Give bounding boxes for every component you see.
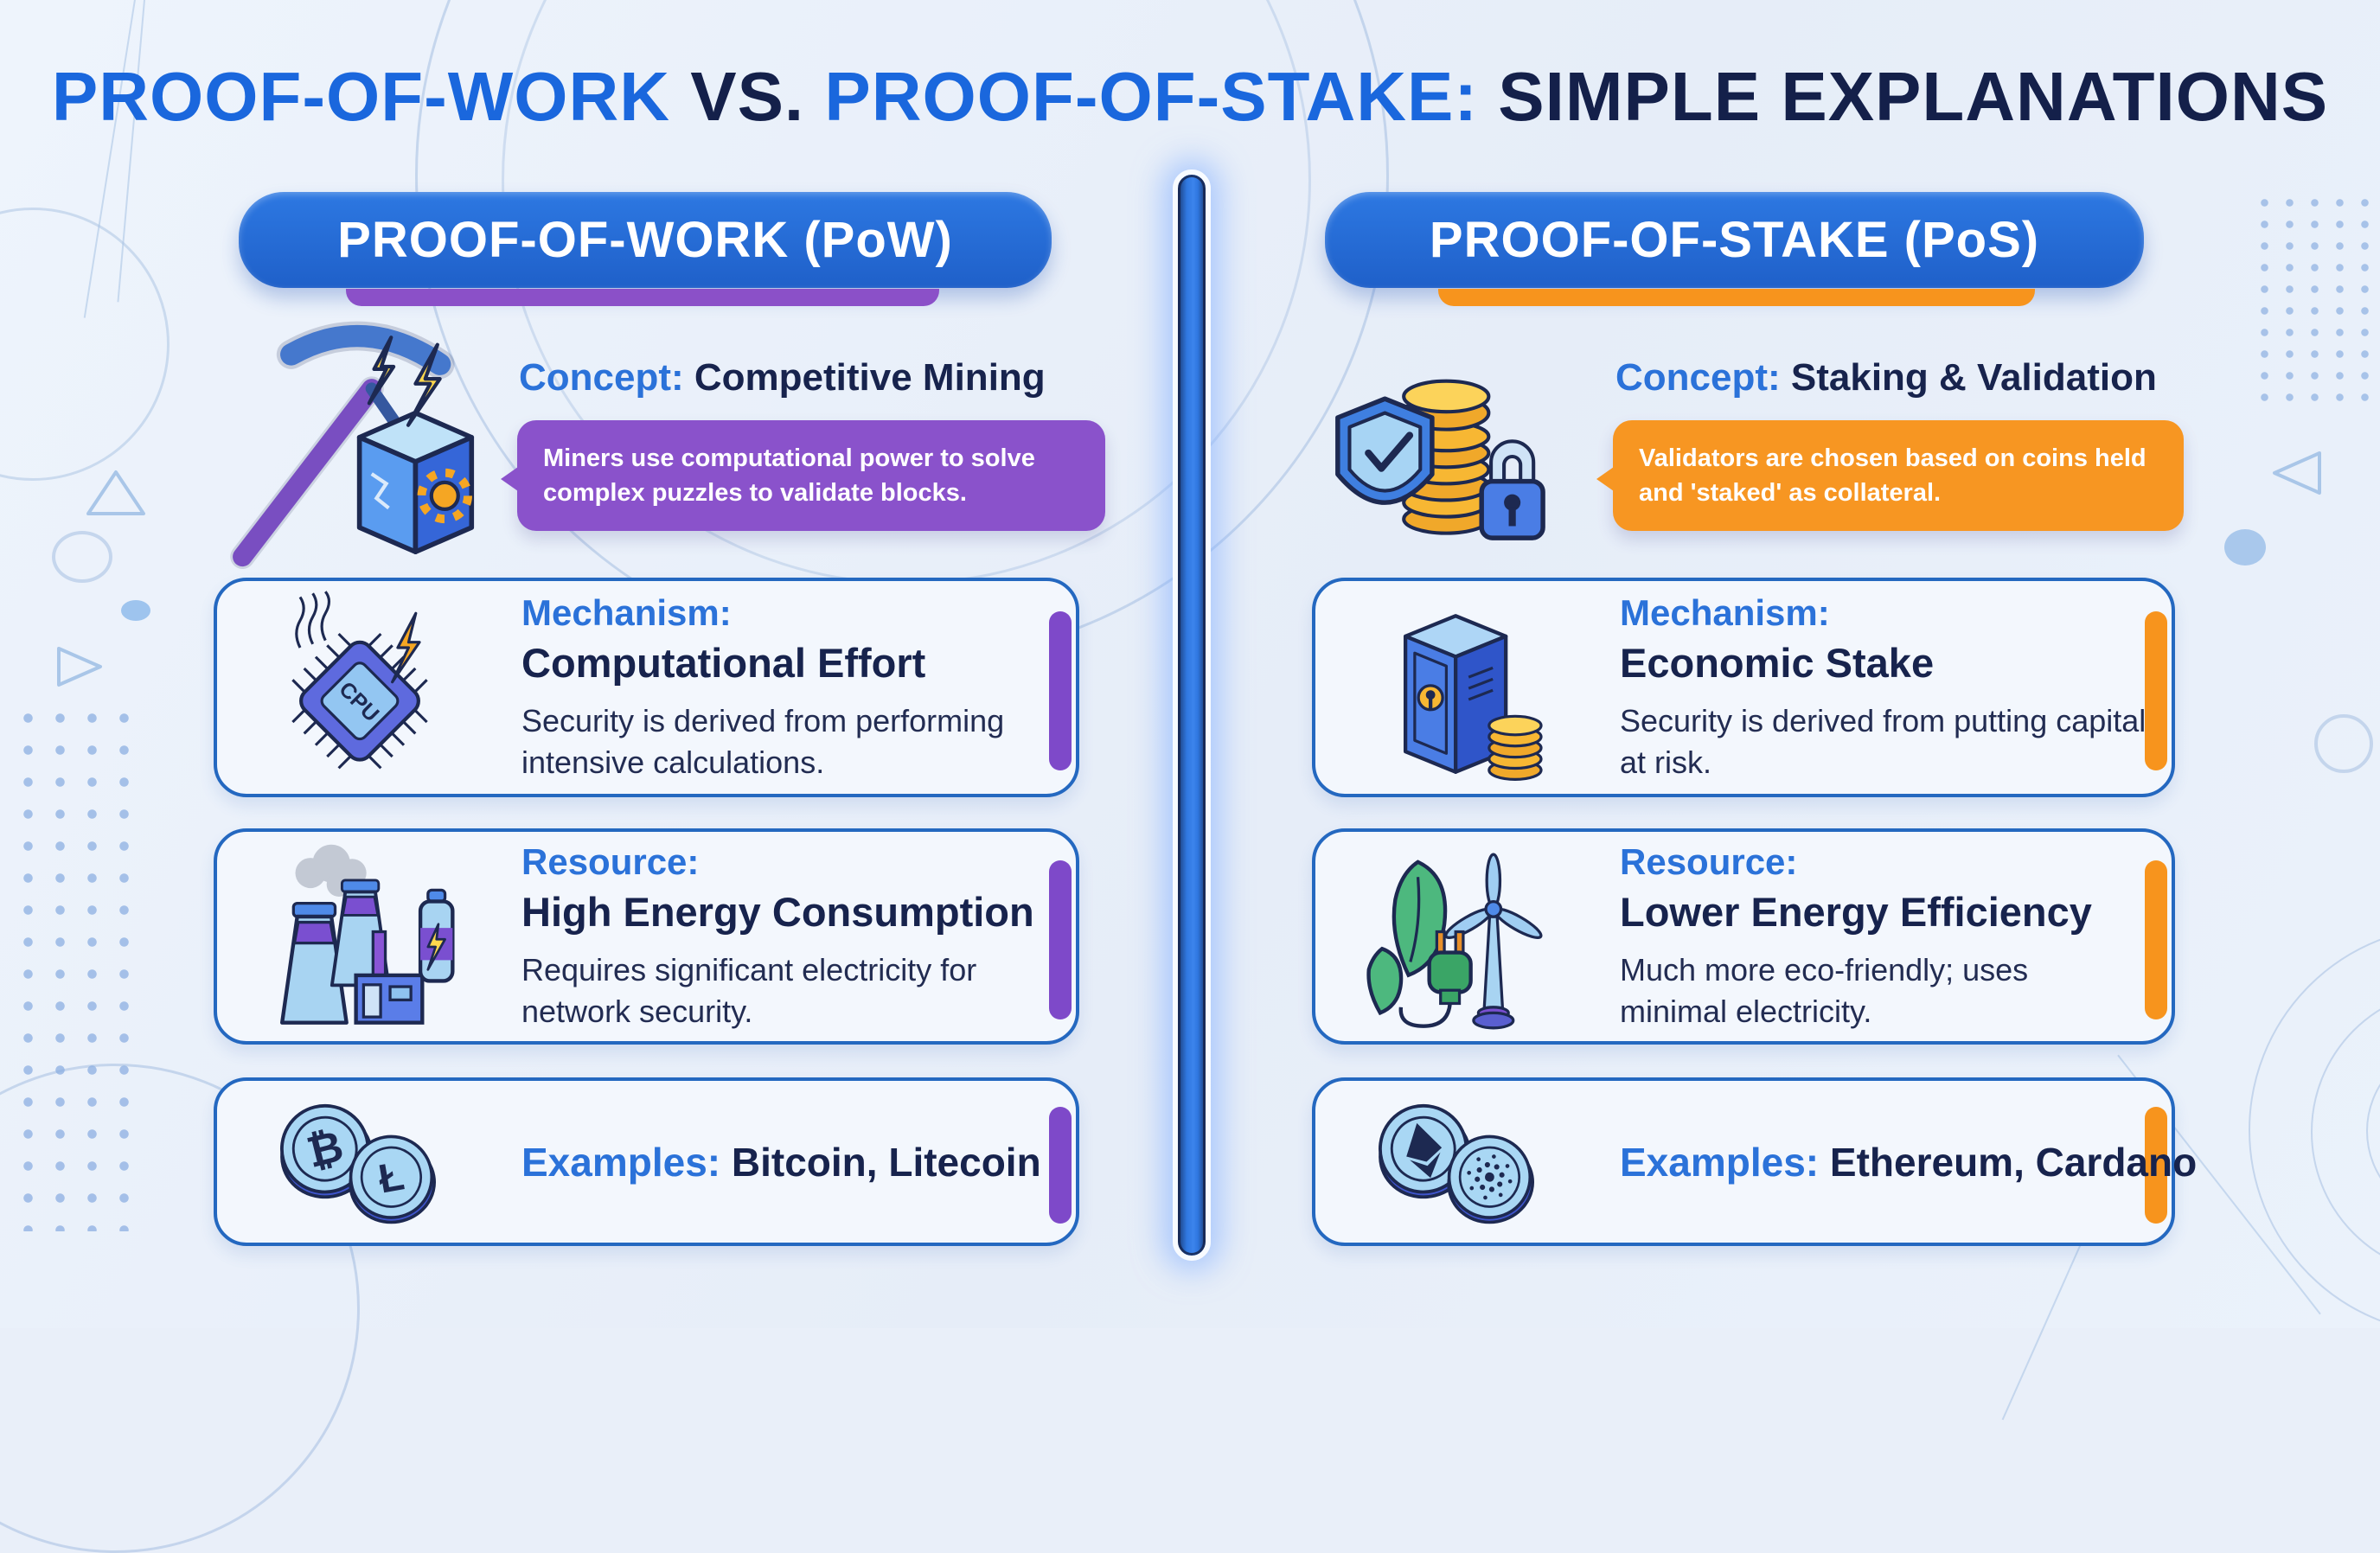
circle-outline [52, 531, 112, 583]
pow-concept-bubble-text: Miners use computational power to solve … [543, 444, 1035, 508]
bubble-tail [501, 466, 518, 491]
power-plant-battery-icon [280, 844, 455, 1025]
card-accent-tab [2145, 1107, 2167, 1224]
pow-header-underline [346, 289, 939, 306]
card-accent-tab [1049, 860, 1072, 1019]
pos-examples-line: Examples: Ethereum, Cardano [1620, 1139, 2312, 1186]
bubble-tail [1596, 466, 1614, 491]
circle-outline [2314, 714, 2373, 773]
pow-mechanism-heading: Computational Effort [521, 639, 926, 686]
pow-resource-label: Resource: [521, 840, 700, 882]
pow-mechanism-desc: Security is derived from performing inte… [521, 702, 1005, 780]
card-accent-tab [1049, 1107, 1072, 1224]
pos-concept-title: Concept: Staking & Validation [1615, 356, 2157, 399]
pow-mechanism-label: Mechanism: [521, 591, 732, 633]
pow-resource-heading: High Energy Consumption [521, 888, 1034, 935]
pow-header: PROOF-OF-WORK (PoW) [239, 192, 1052, 288]
pow-concept-title: Concept: Competitive Mining [519, 356, 1046, 399]
pos-concept-label: Concept: [1615, 356, 1781, 399]
column-divider [1173, 169, 1211, 1261]
bitcoin-litecoin-coins-icon: ₿ Ł [280, 1103, 437, 1224]
pow-concept-label: Concept: [519, 356, 684, 399]
card-accent-tab [1049, 611, 1072, 770]
triangle-up-icon [86, 470, 145, 515]
pos-mechanism-heading: Economic Stake [1620, 639, 1935, 686]
pow-resource-card: Resource: High Energy Consumption Requir… [214, 828, 1079, 1045]
dot-ellipse [121, 600, 150, 621]
decor-line [117, 0, 148, 303]
circle-outline [2366, 1043, 2380, 1219]
shield-coins-lock-icon [1335, 379, 1545, 540]
pos-resource-heading: Lower Energy Efficiency [1620, 888, 2092, 935]
card-accent-tab [2145, 860, 2167, 1019]
pos-concept-heading: Staking & Validation [1790, 356, 2157, 399]
pow-examples-card: ₿ Ł Examples: Bitcoin, Litecoin [214, 1077, 1079, 1246]
circle-outline [0, 208, 170, 481]
pos-resource-desc: Much more eco-friendly; uses minimal ele… [1620, 951, 2029, 1029]
pow-concept-heading: Competitive Mining [694, 356, 1046, 399]
title-rest: SIMPLE EXPLANATIONS [1478, 58, 2329, 135]
pos-header: PROOF-OF-STAKE (PoS) [1325, 192, 2144, 288]
ethereum-cardano-coins-icon [1379, 1103, 1535, 1224]
pos-concept-bubble-text: Validators are chosen based on coins hel… [1639, 444, 2146, 508]
dot-grid [2252, 192, 2380, 408]
pos-mechanism-desc: Security is derived from putting capital… [1620, 702, 2146, 780]
pow-resource-desc: Requires significant electricity for net… [521, 951, 977, 1029]
page-title: PROOF-OF-WORK VS. PROOF-OF-STAKE: SIMPLE… [0, 57, 2380, 137]
title-pos: PROOF-OF-STAKE: [824, 58, 1479, 135]
pos-examples-label: Examples: [1620, 1139, 1820, 1185]
pos-header-underline [1438, 289, 2035, 306]
pow-examples-line: Examples: Bitcoin, Litecoin [521, 1139, 1213, 1186]
decor-line [83, 0, 140, 318]
card-accent-tab [2145, 611, 2167, 770]
triangle-right-icon [57, 647, 102, 687]
pos-concept-bubble: Validators are chosen based on coins hel… [1596, 420, 2184, 532]
title-pow: PROOF-OF-WORK [51, 58, 670, 135]
pow-examples-value: Bitcoin, Litecoin [731, 1139, 1041, 1185]
pow-concept-bubble: Miners use computational power to solve … [501, 420, 1105, 532]
dot-grid [12, 702, 146, 1231]
pos-examples-card: Examples: Ethereum, Cardano [1312, 1077, 2197, 1246]
circle-outline [2311, 987, 2380, 1276]
leaf-plug-wind-turbine-icon [1366, 853, 1543, 1030]
pow-examples-label: Examples: [521, 1139, 721, 1185]
pos-mechanism-label: Mechanism: [1620, 591, 1830, 633]
pos-examples-value: Ethereum, Cardano [1829, 1139, 2198, 1185]
pos-mechanism-card: Mechanism: Economic Stake Security is de… [1312, 578, 2175, 797]
pow-mechanism-card: CPU Mechanism: Computational Effort Secu… [214, 578, 1079, 797]
pickaxe-mining-block-icon [230, 321, 475, 569]
cpu-chip-icon: CPU [291, 591, 428, 770]
dot-circle [2224, 529, 2266, 566]
triangle-left-icon [2273, 451, 2321, 495]
vault-coins-icon [1403, 614, 1543, 782]
pos-resource-card: Resource: Lower Energy Efficiency Much m… [1312, 828, 2175, 1045]
title-vs: VS. [669, 58, 825, 135]
pos-resource-label: Resource: [1620, 840, 1798, 882]
